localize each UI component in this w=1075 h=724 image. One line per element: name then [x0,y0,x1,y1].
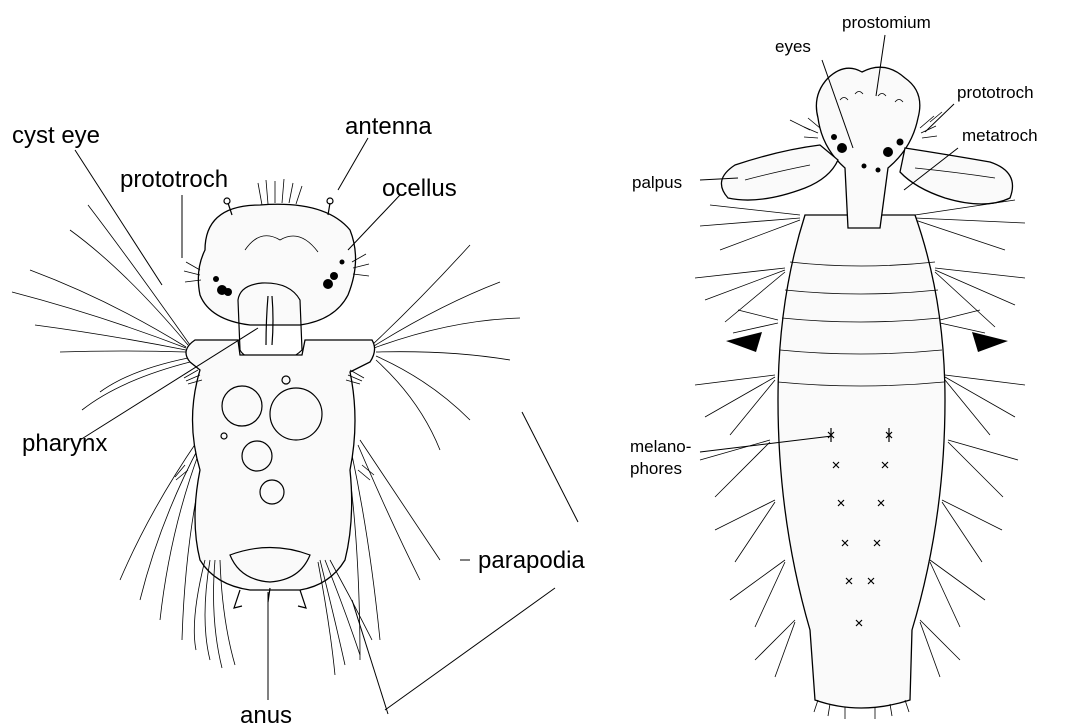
label-parapodia: parapodia [478,547,585,574]
palpus-right [900,148,1013,204]
label-prototroch-left: prototroch [120,166,228,193]
label-pharynx: pharynx [22,430,107,457]
palpus-left [721,145,838,200]
prostomium-shape [816,67,919,228]
larva-trunk [186,340,375,590]
label-ocellus: ocellus [382,175,457,202]
label-antenna: antenna [345,113,432,140]
right-chaetae [348,245,520,660]
larva-illustration [12,179,520,675]
label-eyes: eyes [775,37,811,56]
label-melanophores-line1: melano- [630,437,691,456]
right-worm-body [778,215,945,708]
label-anus: anus [240,702,292,724]
label-prostomium: prostomium [842,13,931,32]
arrowhead-right [972,332,1008,352]
larva-head [198,204,355,325]
label-cyst-eye: cyst eye [12,122,100,149]
arrowhead-left [726,332,762,352]
juvenile-worm-illustration [695,67,1025,719]
label-metatroch: metatroch [962,126,1038,145]
label-prototroch-right: prototroch [957,83,1034,102]
label-melanophores-line2: phores [630,459,682,478]
label-palpus: palpus [632,173,682,192]
